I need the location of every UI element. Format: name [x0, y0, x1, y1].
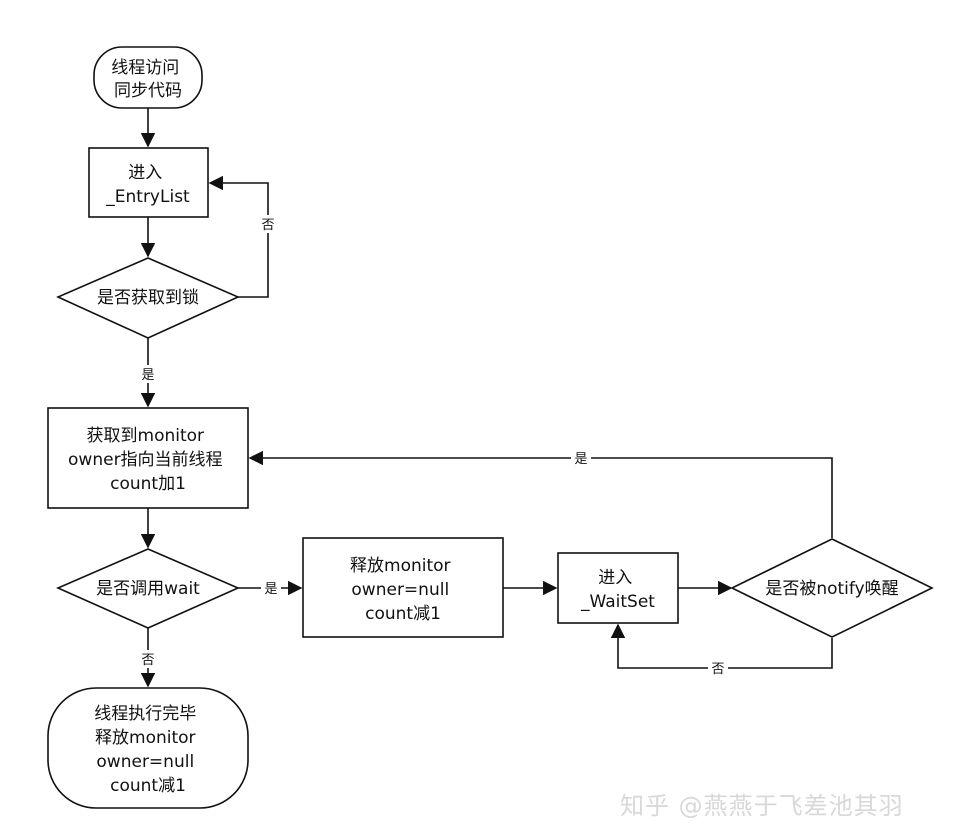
wait-set-line-2: _WaitSet [580, 592, 655, 612]
entry-list-line-2: _EntryList [105, 187, 190, 207]
release-monitor-node: 释放monitor owner=null count减1 [302, 537, 504, 638]
end-node: 线程执行完毕 释放monitor owner=null count减1 [47, 687, 249, 809]
watermark: 知乎 @燕燕于飞差池其羽 [620, 792, 904, 820]
edge-labels: 否 是 是 否 是 否 [139, 215, 728, 677]
entry-list-line-1: 进入 [128, 163, 162, 183]
end-line-3: owner=null [96, 752, 194, 772]
start-line-1: 线程访问 [111, 58, 179, 78]
edge-label-notify-no: 否 [711, 662, 724, 677]
edge-label-wait-no: 否 [141, 653, 154, 668]
svg-text:进入 _EntryList: 进入 _EntryList [105, 163, 190, 207]
acquired-monitor-node: 获取到monitor owner指向当前线程 count加1 [47, 407, 249, 509]
start-line-2: 同步代码 [114, 81, 182, 101]
acquired-monitor-line-1: 获取到monitor [87, 426, 205, 446]
entry-list-node: 进入 _EntryList [88, 147, 209, 218]
start-node: 线程访问 同步代码 [93, 46, 203, 109]
release-monitor-line-2: owner=null [351, 580, 449, 600]
svg-text:获取到monitor owner指向当前线程: 获取到monitor owner指向当前线程 count加1 [68, 426, 228, 494]
call-wait-decision-label: 是否调用wait [96, 579, 200, 599]
svg-text:进入 _WaitSet: 进入 _WaitSet [580, 568, 655, 612]
acquired-monitor-line-3: count加1 [110, 474, 186, 494]
call-wait-decision: 是否调用wait [56, 548, 240, 629]
end-line-4: count减1 [110, 776, 186, 796]
svg-text:线程访问 同步代码: 线程访问 同步代码 [111, 58, 184, 101]
end-line-1: 线程执行完毕 [94, 704, 196, 724]
release-monitor-line-3: count减1 [365, 604, 441, 624]
edge-label-lock-no: 否 [261, 218, 274, 233]
edge-label-lock-yes: 是 [141, 368, 154, 383]
edge-notify-yes [248, 450, 833, 538]
notify-decision-label: 是否被notify唤醒 [765, 579, 898, 599]
wait-set-node: 进入 _WaitSet [557, 552, 679, 624]
edge-label-notify-yes: 是 [574, 452, 587, 467]
svg-text:释放monitor owner=null: 释放monitor owner=null count减1 [350, 556, 456, 624]
wait-set-line-1: 进入 [598, 568, 632, 588]
notify-decision: 是否被notify唤醒 [730, 538, 934, 638]
svg-text:线程执行完毕 释放monitor o: 线程执行完毕 释放monitor owner=null count减1 [94, 704, 201, 796]
release-monitor-line-1: 释放monitor [350, 556, 451, 576]
acquire-lock-decision-label: 是否获取到锁 [97, 288, 199, 308]
acquire-lock-decision: 是否获取到锁 [56, 257, 240, 339]
edge-lock-no-loop [208, 175, 269, 298]
end-line-2: 释放monitor [95, 728, 196, 748]
edge-label-wait-yes: 是 [264, 582, 277, 597]
acquired-monitor-line-2: owner指向当前线程 [68, 450, 223, 470]
